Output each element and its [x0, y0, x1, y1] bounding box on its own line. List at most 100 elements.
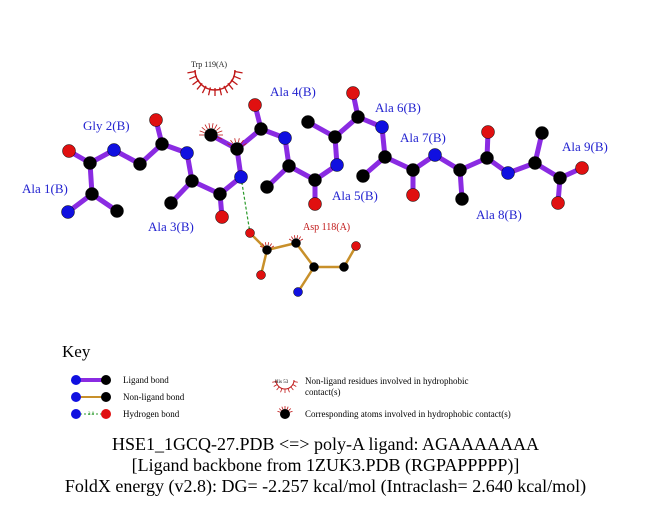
hydrophobic-spoke [223, 85, 229, 94]
ligand-atom-o8 [481, 125, 495, 139]
key-hydrophobic-atoms-label: Corresponding atoms involved in hydropho… [305, 409, 511, 419]
hydrophobic-atom-mark [242, 143, 247, 146]
ligand-atom-ca8 [453, 163, 467, 177]
hydrophobic-arc-trp119 [194, 69, 236, 91]
hydrophobic-atom-mark [230, 139, 234, 144]
key-his53-label: His 53 [275, 380, 289, 385]
asp118-atom-o2 [256, 270, 266, 280]
hydrophobic-spoke [234, 70, 243, 74]
key-hydrophobic-spoke [272, 381, 277, 383]
hydrophobic-spoke [189, 75, 197, 80]
asp118-atom-o1 [245, 228, 255, 238]
asp118-atom-cg [339, 262, 349, 272]
hydrophobic-atom-mark [267, 242, 270, 246]
hydrophobic-spoke [227, 82, 234, 90]
hydrophobic-atom-mark [204, 124, 208, 130]
residue-label-ala7: Ala 7(B) [400, 130, 446, 145]
residue-label-ala9: Ala 9(B) [562, 139, 608, 154]
hydrophobic-atom-mark [211, 123, 214, 129]
hydrophobic-atom-mark [269, 243, 273, 247]
key-hydrophobic-atom-spoke [288, 408, 292, 411]
hydrophobic-atom-mark [214, 124, 218, 130]
key-title: Key [62, 342, 91, 361]
residue-label-trp119: Trp 119(A) [191, 60, 228, 69]
ligand-atom-o9 [575, 161, 589, 175]
hydrophobic-atom-mark [201, 126, 206, 131]
ligand-atom-cb7 [356, 169, 370, 183]
residue-label-asp118: Asp 118(A) [303, 222, 351, 233]
nonligand-bond [295, 242, 315, 268]
hydrophobic-spoke [192, 79, 200, 86]
residue-label-gly2: Gly 2(B) [83, 118, 130, 133]
hydrophobic-atom-mark [264, 242, 267, 246]
ligand-atom-ca9 [528, 156, 542, 170]
key-hydrophobic-atom-spoke [278, 408, 282, 411]
ligand-atom-c6 [351, 110, 365, 124]
ligand-atom-ca1 [85, 187, 99, 201]
ligand-atom-n6 [330, 158, 344, 172]
key-nitrogen-atom-icon [71, 409, 81, 419]
ligand-atom-ca2 [133, 157, 147, 171]
hydrophobic-spoke [201, 85, 207, 94]
hydrophobic-spoke [230, 79, 238, 86]
ligand-atom-cb5 [260, 180, 274, 194]
residue-label-ala4: Ala 4(B) [270, 84, 316, 99]
ligand-atom-n9 [501, 166, 515, 180]
ligand-atom-o4 [248, 98, 262, 112]
ligand-atom-ca7 [378, 150, 392, 164]
hydrophobic-spoke [196, 82, 203, 90]
key-hydrogen-bond-label: Hydrogen bond [123, 409, 180, 419]
key-hydrophobic-spoke [293, 381, 298, 383]
ligand-atom-cb3 [164, 196, 178, 210]
hydrophobic-atom-mark [288, 238, 292, 241]
ligand-atom-cb4 [204, 128, 218, 142]
key-hydrophobic-spoke [276, 386, 280, 391]
ligand-atom-ca3 [185, 174, 199, 188]
ligand-atom-n7 [375, 120, 389, 134]
hydrophobic-atom-mark [261, 243, 265, 247]
residue-label-ala8: Ala 8(B) [476, 207, 522, 222]
hydrophobic-atom-mark [227, 143, 232, 146]
residue-label-ala5: Ala 5(B) [332, 188, 378, 203]
caption-line-1: HSE1_1GCQ-27.PDB <=> poly-A ligand: AGAA… [112, 434, 539, 454]
key-hydrophobic-atom-icon [280, 409, 290, 419]
key-carbon-atom-icon [101, 392, 111, 402]
key-hydrophobic-atom-spoke [277, 410, 281, 413]
ligand-atom-cb9 [535, 126, 549, 140]
ligand-atom-n2 [107, 143, 121, 157]
hydrophobic-spoke [187, 70, 196, 74]
ligand-atom-cb8 [455, 192, 469, 206]
key-nonligand-bond-label: Non-ligand bond [123, 392, 185, 402]
key-hydrophobic-atom-spoke [286, 406, 289, 410]
ligand-atom-c1 [83, 156, 97, 170]
key-ligand-bond-label: Ligand bond [123, 375, 169, 385]
hydrophobic-atom-mark [293, 235, 296, 239]
hydrophobic-atom-mark [216, 126, 221, 131]
key-oxygen-atom-icon [101, 409, 111, 419]
hydrophobic-atom-mark [298, 236, 302, 240]
ligand-atom-o7 [406, 188, 420, 202]
caption-line-3: FoldX energy (v2.8): DG= -2.257 kcal/mol… [64, 476, 587, 496]
hydrophobic-spoke [207, 87, 212, 96]
ligand-atom-o1 [62, 144, 76, 158]
ligand-atom-oxt [551, 196, 565, 210]
ligand-atom-n5 [278, 131, 292, 145]
hydrophobic-atom-mark [290, 236, 294, 240]
ligand-atom-n1 [61, 205, 75, 219]
hydrophobic-atom-mark [240, 139, 244, 144]
residue-label-ala1: Ala 1(B) [22, 181, 68, 196]
ligand-atom-n4 [234, 170, 248, 184]
residue-label-ala3: Ala 3(B) [148, 219, 194, 234]
ligand-atom-c7 [406, 163, 420, 177]
hydrophobic-atom-mark [217, 130, 223, 133]
hydrophobic-spoke [233, 75, 241, 80]
key-hydrophobic-spoke [287, 388, 290, 393]
ligand-atom-c3 [213, 187, 227, 201]
key-nitrogen-atom-icon [71, 392, 81, 402]
hydrogen-bond [240, 176, 251, 234]
asp118-atom-od [351, 241, 361, 251]
ligand-atom-o5 [308, 197, 322, 211]
asp118-atom-ca [309, 262, 319, 272]
ligand-atom-ca6 [328, 130, 342, 144]
ligand-atom-cb1 [110, 204, 124, 218]
